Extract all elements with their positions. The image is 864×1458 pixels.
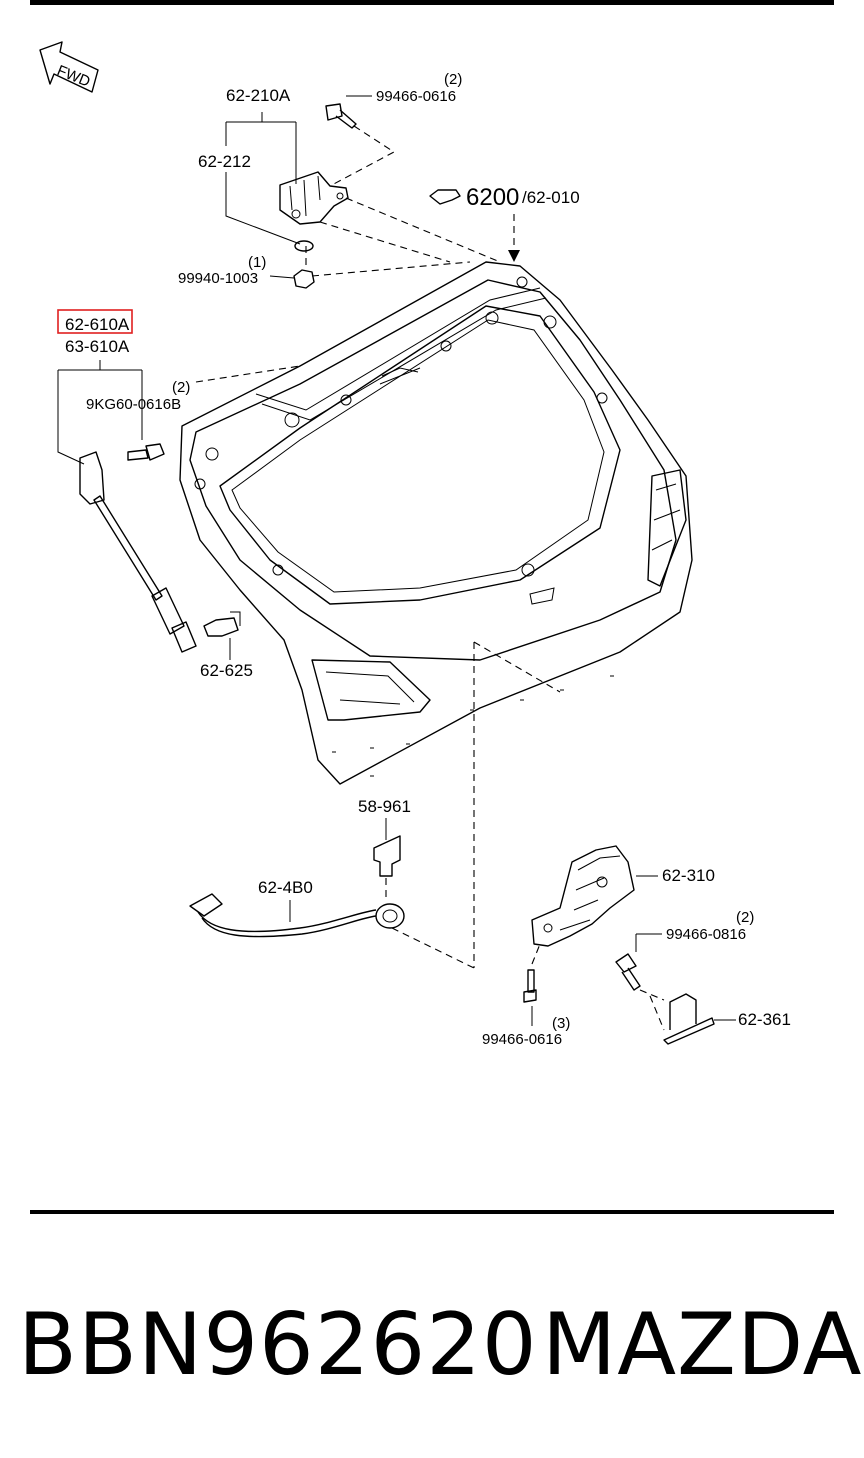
bolt-icon-strut bbox=[127, 443, 165, 461]
label-qty-3: (3) bbox=[552, 1015, 570, 1032]
label-63-610a: 63-610A bbox=[65, 337, 130, 356]
liftgate-panel bbox=[179, 261, 693, 785]
bolt-icon-top bbox=[325, 103, 357, 129]
nut-part bbox=[293, 269, 315, 289]
label-62-310: 62-310 bbox=[662, 866, 715, 885]
gas-strut-part bbox=[79, 451, 197, 653]
part-number: BBN962620 bbox=[18, 1295, 538, 1395]
bottom-rule bbox=[30, 1210, 834, 1214]
parts-diagram: FWD 62-210A (2) 99466-0616 62-212 (1) 99… bbox=[39, 41, 791, 1048]
striker-part bbox=[663, 993, 715, 1045]
label-qty-1: (1) bbox=[248, 254, 266, 271]
latch-lock-part bbox=[531, 845, 635, 947]
label-62-010: /62-010 bbox=[522, 188, 580, 207]
label-62-212: 62-212 bbox=[198, 152, 251, 171]
highlight-box bbox=[57, 309, 133, 334]
fwd-label: FWD bbox=[55, 62, 93, 91]
label-qty-bolt: (2) bbox=[172, 379, 190, 396]
label-62-610a: 62-610A bbox=[65, 315, 130, 334]
label-62-625: 62-625 bbox=[200, 661, 253, 680]
label-qty-top: (2) bbox=[444, 71, 462, 88]
label-99940-1003: 99940-1003 bbox=[178, 270, 258, 287]
washer-part bbox=[294, 240, 314, 252]
bolt-icon-bottom bbox=[523, 969, 537, 1003]
label-62-4b0: 62-4B0 bbox=[258, 878, 313, 897]
bolt-icon-right bbox=[615, 953, 641, 991]
clip-part bbox=[203, 611, 241, 637]
label-9kg60-0616b: 9KG60-0616B bbox=[86, 396, 181, 413]
wire-harness-part bbox=[189, 893, 405, 938]
fwd-arrow-icon: FWD bbox=[39, 41, 99, 93]
label-58-961: 58-961 bbox=[358, 797, 411, 816]
label-62-210a: 62-210A bbox=[226, 86, 291, 105]
hand-pointer-icon bbox=[429, 189, 461, 205]
retainer-clip-part bbox=[373, 835, 401, 877]
label-62-361: 62-361 bbox=[738, 1010, 791, 1029]
label-qty-right: (2) bbox=[736, 909, 754, 926]
label-99466-0616-bottom: 99466-0616 bbox=[482, 1031, 562, 1048]
brand-name: MAZDA bbox=[542, 1295, 863, 1395]
label-6200: 6200 bbox=[466, 184, 519, 211]
hinge-part bbox=[279, 171, 349, 225]
top-rule bbox=[30, 0, 834, 5]
footer: BBN962620 MAZDA bbox=[0, 1290, 864, 1400]
label-99466-0616-top: 99466-0616 bbox=[376, 88, 456, 105]
label-99466-0816: 99466-0816 bbox=[666, 926, 746, 943]
